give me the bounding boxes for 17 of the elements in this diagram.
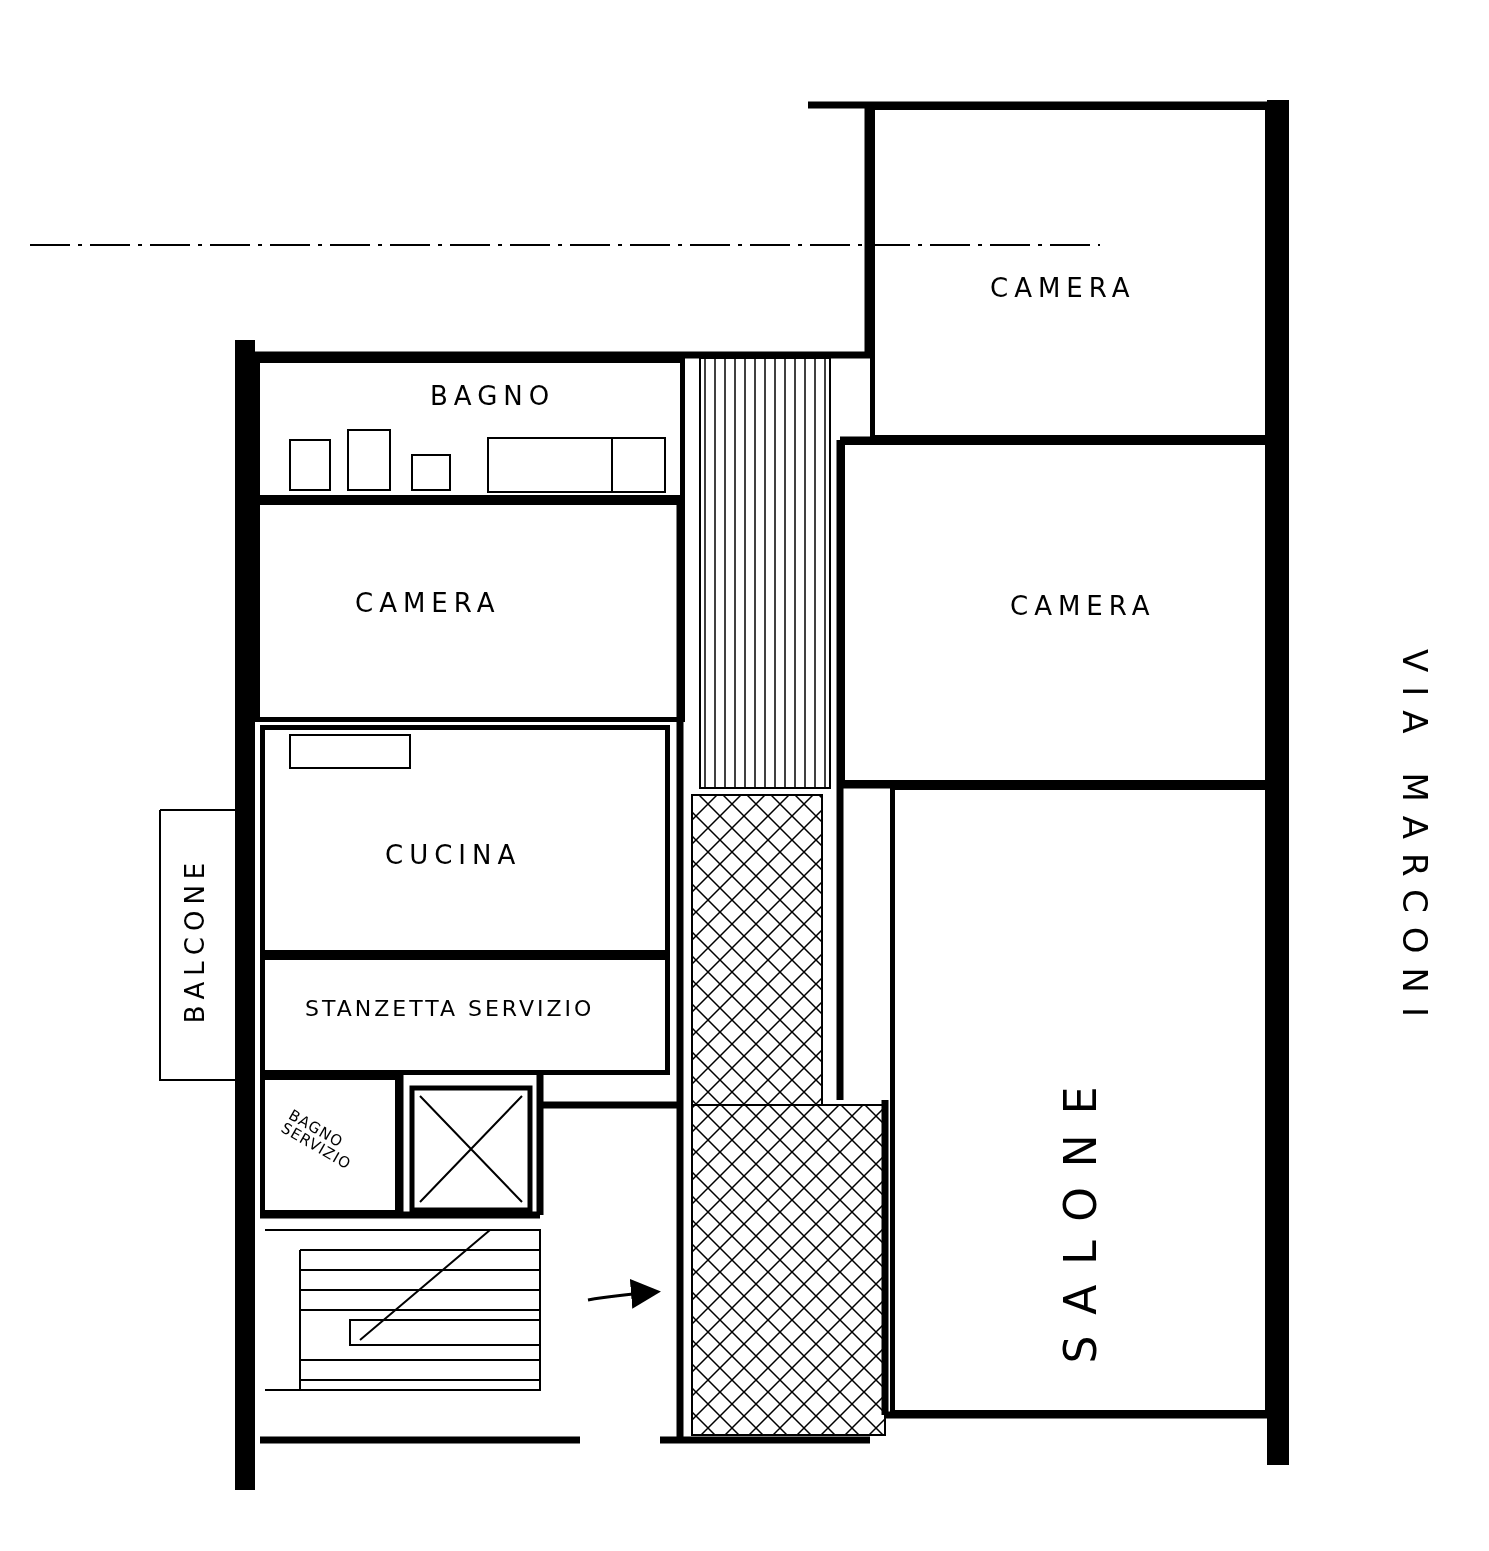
- room-outline: [870, 105, 1270, 440]
- room-outline: [260, 955, 670, 1075]
- room-label: CAMERA: [990, 275, 1136, 301]
- room-outline: [260, 1075, 400, 1215]
- room-label: BALCONE: [181, 856, 208, 1024]
- room-outline: [255, 358, 685, 500]
- room-outline: [260, 725, 670, 955]
- room-outline: [255, 500, 685, 722]
- room-label: CAMERA: [1010, 593, 1156, 619]
- room-outline: [890, 785, 1270, 1415]
- room-outline: [840, 440, 1270, 785]
- room-label: STANZETTA SERVIZIO: [305, 998, 595, 1020]
- room-label: CAMERA: [355, 590, 501, 616]
- street-name: VIA MARCONI: [1397, 649, 1432, 1031]
- room-label: SALONE: [1058, 1066, 1103, 1364]
- room-label: BAGNO: [430, 383, 556, 409]
- room-label: CUCINA: [385, 842, 522, 868]
